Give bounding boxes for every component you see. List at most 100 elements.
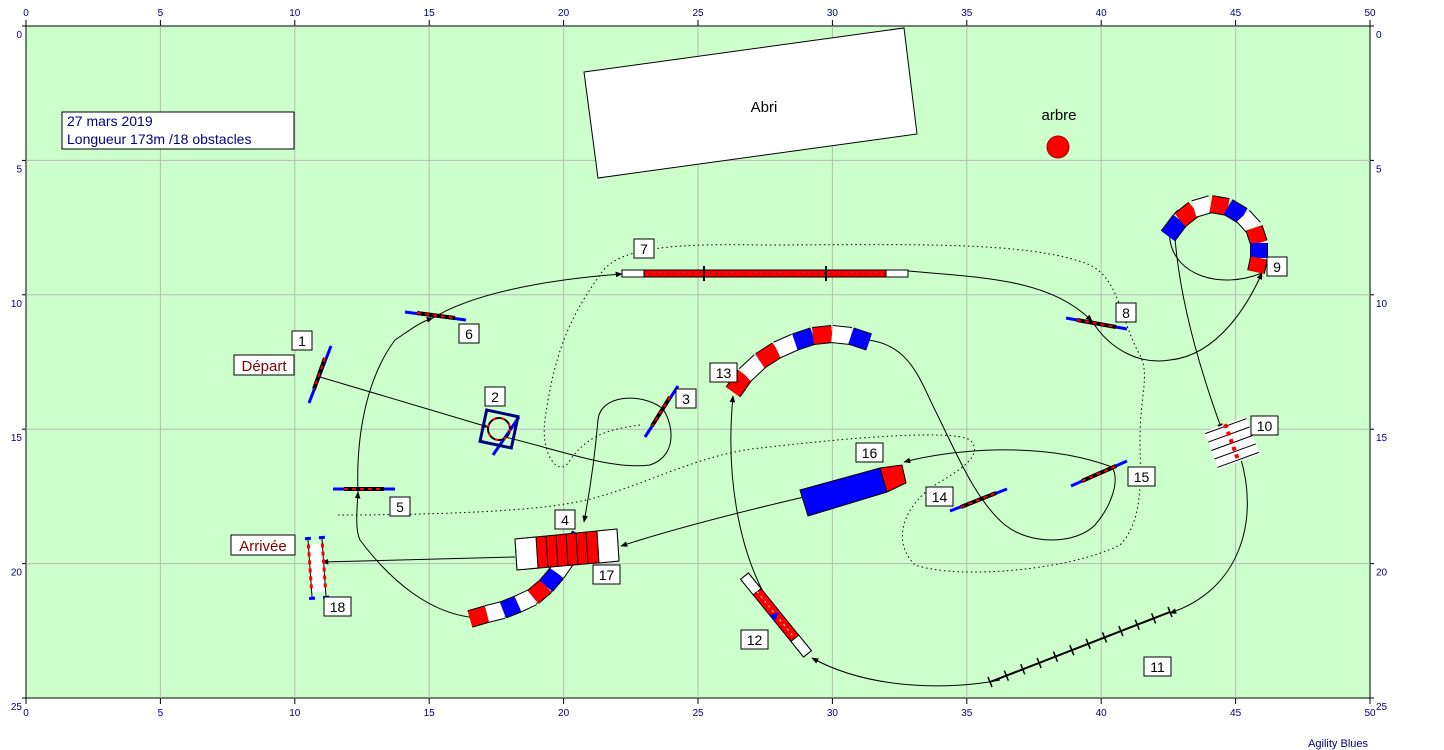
obstacle-7-dogwalk: [621, 266, 909, 281]
svg-text:11: 11: [1150, 659, 1165, 675]
svg-text:13: 13: [716, 365, 732, 381]
y-tick-label-right: 10: [1376, 299, 1388, 310]
obstacle-13-tunnel: [725, 325, 872, 398]
svg-text:18: 18: [330, 599, 346, 615]
y-tick-label-right: 25: [1376, 702, 1388, 713]
finish-label-box: Arrivée: [230, 534, 296, 556]
y-tick-label-left: 10: [11, 299, 23, 310]
obstacle-13-number: 13: [709, 362, 738, 383]
x-tick-label-bottom: 15: [424, 708, 436, 719]
y-tick-label-right: 15: [1376, 433, 1388, 444]
x-tick-label-bottom: 5: [158, 708, 164, 719]
axis-ticks: 0055101015152020252530303535404045455050…: [11, 8, 1388, 719]
course-info-box: 27 mars 2019 Longueur 173m /18 obstacles: [61, 111, 295, 150]
dog-path: [319, 209, 1263, 687]
svg-text:5: 5: [396, 499, 404, 515]
weave-pole: [1003, 670, 1010, 681]
obstacle-12-number: 12: [740, 629, 769, 650]
svg-text:12: 12: [747, 632, 763, 648]
handler-path: [337, 244, 1145, 573]
weave-pole: [1118, 625, 1124, 637]
obstacle-1-number: 1: [291, 330, 313, 351]
obstacle-18-number: 18: [323, 596, 352, 617]
obstacle-14-number: 14: [925, 486, 954, 507]
weave-pole: [1150, 613, 1157, 624]
x-tick-label-top: 20: [558, 8, 570, 19]
obstacle-11-weave-poles: [987, 606, 1173, 688]
x-tick-label-top: 25: [692, 8, 704, 19]
obstacle-12-seesaw: [739, 572, 813, 658]
obstacle-2-tire: [478, 408, 521, 456]
y-tick-label-left: 15: [11, 433, 23, 444]
course-summary: Longueur 173m /18 obstacles: [67, 131, 251, 147]
obstacle-6-jump: [404, 310, 467, 322]
start-label: Départ: [241, 358, 287, 375]
footer-brand: Agility Blues: [1308, 738, 1368, 750]
tree-label: arbre: [1041, 107, 1076, 124]
weave-pole: [1167, 606, 1173, 618]
obstacle-8-jump: [1065, 316, 1128, 331]
weave-pole: [987, 676, 993, 688]
y-tick-label-left: 25: [11, 702, 23, 713]
shelter: Abri: [583, 27, 918, 179]
y-tick-label-right: 20: [1376, 568, 1388, 579]
obstacle-16-chute: [799, 464, 907, 517]
weave-pole: [1101, 632, 1108, 643]
x-tick-label-top: 35: [961, 8, 973, 19]
weave-pole: [1085, 638, 1091, 650]
obstacle-5-number: 5: [389, 496, 411, 517]
obstacle-2-number: 2: [484, 386, 506, 407]
x-tick-label-top: 45: [1230, 8, 1242, 19]
weave-pole: [1036, 657, 1042, 669]
weave-pole: [1052, 651, 1059, 662]
obstacle-6-number: 6: [458, 323, 480, 344]
x-tick-label-bottom: 30: [827, 708, 839, 719]
obstacle-9-number: 9: [1266, 256, 1288, 277]
svg-text:7: 7: [640, 241, 648, 257]
obstacle-10-number: 10: [1250, 415, 1279, 436]
x-tick-label-top: 5: [158, 8, 164, 19]
svg-text:17: 17: [599, 567, 615, 583]
obstacle-9-tunnel: [1160, 195, 1268, 274]
x-tick-label-bottom: 0: [23, 708, 29, 719]
obstacle-15-number: 15: [1127, 466, 1156, 487]
x-tick-label-bottom: 10: [289, 708, 301, 719]
obstacle-16-number: 16: [855, 442, 884, 463]
obstacle-17-a-frame: [514, 528, 620, 571]
obstacle-3-number: 3: [675, 388, 697, 409]
y-tick-label-right: 5: [1376, 164, 1382, 175]
svg-text:9: 9: [1273, 259, 1281, 275]
shelter-label: Abri: [751, 99, 778, 116]
svg-text:10: 10: [1257, 418, 1273, 434]
obstacle-17-number: 17: [592, 564, 621, 585]
x-tick-label-top: 15: [424, 8, 436, 19]
weave-pole: [1134, 619, 1140, 631]
svg-text:3: 3: [682, 391, 690, 407]
obstacle-10-spread-jump: [1204, 416, 1260, 470]
x-tick-label-bottom: 35: [961, 708, 973, 719]
obstacle-4-number: 4: [554, 509, 576, 530]
svg-text:4: 4: [561, 512, 569, 528]
y-tick-label-left: 0: [16, 30, 22, 41]
svg-text:2: 2: [491, 389, 499, 405]
x-tick-label-bottom: 40: [1096, 708, 1108, 719]
finish-label: Arrivée: [239, 538, 287, 555]
obstacle-15-jump: [1070, 459, 1128, 488]
start-label-box: Départ: [233, 354, 295, 376]
x-tick-label-top: 40: [1096, 8, 1108, 19]
y-tick-label-left: 20: [11, 568, 23, 579]
weave-pole: [1069, 644, 1075, 656]
course-date: 27 mars 2019: [67, 113, 153, 129]
obstacle-14-jump: [949, 487, 1008, 513]
obstacle-7-number: 7: [633, 238, 655, 259]
x-tick-label-top: 0: [23, 8, 29, 19]
svg-text:1: 1: [298, 333, 306, 349]
x-tick-label-bottom: 20: [558, 708, 570, 719]
y-tick-label-right: 0: [1376, 30, 1382, 41]
x-tick-label-top: 30: [827, 8, 839, 19]
svg-text:8: 8: [1122, 305, 1130, 321]
x-tick-label-bottom: 45: [1230, 708, 1242, 719]
y-tick-label-left: 5: [16, 164, 22, 175]
x-tick-label-top: 10: [289, 8, 301, 19]
